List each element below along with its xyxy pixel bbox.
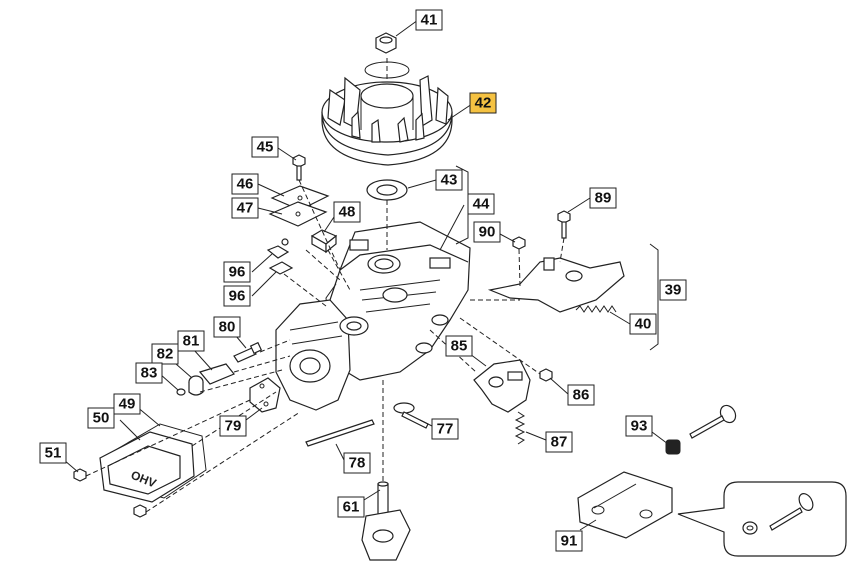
callout-80: 80 (213, 316, 241, 338)
valve-cover-50: OHV (99, 431, 195, 503)
head-gasket-79 (249, 377, 281, 413)
crankshaft (361, 481, 411, 561)
spring-87 (514, 411, 526, 445)
svg-text:43: 43 (441, 172, 458, 189)
callout-61: 61 (337, 496, 365, 518)
svg-text:81: 81 (183, 333, 200, 350)
control-bracket-85 (473, 359, 531, 413)
push-rod (305, 419, 375, 447)
spare-valve (689, 404, 737, 439)
svg-text:40: 40 (635, 316, 652, 333)
callout-90: 90 (473, 221, 501, 243)
callout-89: 89 (589, 187, 617, 209)
callout-51: 51 (39, 442, 67, 464)
flywheel (321, 61, 453, 166)
callout-43: 43 (435, 169, 463, 191)
svg-text:48: 48 (339, 204, 356, 221)
bolt-90 (512, 236, 526, 250)
callout-86: 86 (567, 384, 595, 406)
callout-96a: 96 (223, 261, 251, 283)
oil-seal (366, 179, 408, 201)
svg-text:39: 39 (665, 282, 682, 299)
callout-91: 91 (555, 530, 583, 552)
leader-lines (63, 19, 669, 531)
svg-text:51: 51 (45, 445, 62, 462)
valve-stem-seal-93 (665, 439, 681, 455)
svg-text:45: 45 (257, 139, 274, 156)
callout-93: 93 (625, 415, 653, 437)
svg-text:90: 90 (479, 224, 496, 241)
callout-82: 82 (151, 343, 179, 365)
svg-text:86: 86 (573, 387, 590, 404)
gasket-47 (268, 201, 328, 227)
kit-detail-bubble (677, 481, 847, 557)
callout-83: 83 (135, 362, 163, 384)
callout-46: 46 (231, 173, 259, 195)
callout-77: 77 (431, 418, 459, 440)
filter-block-48 (310, 229, 338, 254)
svg-text:91: 91 (561, 533, 578, 550)
valve-part-83 (176, 388, 186, 396)
flywheel-nut (375, 32, 397, 54)
callout-96b: 96 (223, 285, 251, 307)
svg-text:44: 44 (473, 196, 490, 213)
callout-79: 79 (219, 415, 247, 437)
svg-text:49: 49 (119, 396, 136, 413)
svg-text:47: 47 (237, 200, 254, 217)
callout-47: 47 (231, 197, 259, 219)
repair-kit-91 (577, 471, 673, 539)
governor-assembly (487, 257, 625, 313)
valve-spring-retainer-82 (188, 375, 204, 396)
svg-text:96: 96 (229, 264, 246, 281)
svg-text:89: 89 (595, 190, 612, 207)
callout-41: 41 (415, 9, 443, 31)
spark-plug (233, 341, 263, 363)
callout-50: 50 (87, 407, 115, 429)
callout-45: 45 (251, 136, 279, 158)
bolt-86 (539, 368, 553, 382)
svg-text:80: 80 (219, 319, 236, 336)
cylinder-block (275, 299, 369, 411)
svg-text:42: 42 (475, 95, 492, 112)
callout-39: 39 (659, 279, 687, 301)
svg-text:85: 85 (451, 338, 468, 355)
svg-text:46: 46 (237, 176, 254, 193)
svg-text:77: 77 (437, 421, 454, 438)
callout-85: 85 (445, 335, 473, 357)
callout-44: 44 (467, 193, 495, 215)
svg-text:50: 50 (93, 410, 110, 427)
svg-text:93: 93 (631, 418, 648, 435)
cover-bolt-51 (73, 468, 87, 482)
cover-bolt-51b (133, 504, 147, 518)
svg-text:78: 78 (349, 455, 366, 472)
callout-78: 78 (343, 452, 371, 474)
rocker-part-81 (198, 363, 235, 385)
svg-text:87: 87 (551, 434, 568, 451)
svg-text:41: 41 (421, 12, 438, 29)
bolt-89 (557, 210, 571, 239)
callout-40: 40 (629, 313, 657, 335)
callout-48: 48 (333, 201, 361, 223)
svg-text:79: 79 (225, 418, 242, 435)
callout-42: 42 (469, 92, 497, 114)
svg-text:61: 61 (343, 499, 360, 516)
governor-spring-40 (575, 305, 617, 313)
svg-text:82: 82 (157, 346, 174, 363)
svg-text:83: 83 (141, 365, 158, 382)
valve-77 (393, 402, 429, 429)
callout-81: 81 (177, 330, 205, 352)
callout-49: 49 (113, 393, 141, 415)
callout-87: 87 (545, 431, 573, 453)
breather-valve (266, 238, 294, 275)
svg-text:96: 96 (229, 288, 246, 305)
